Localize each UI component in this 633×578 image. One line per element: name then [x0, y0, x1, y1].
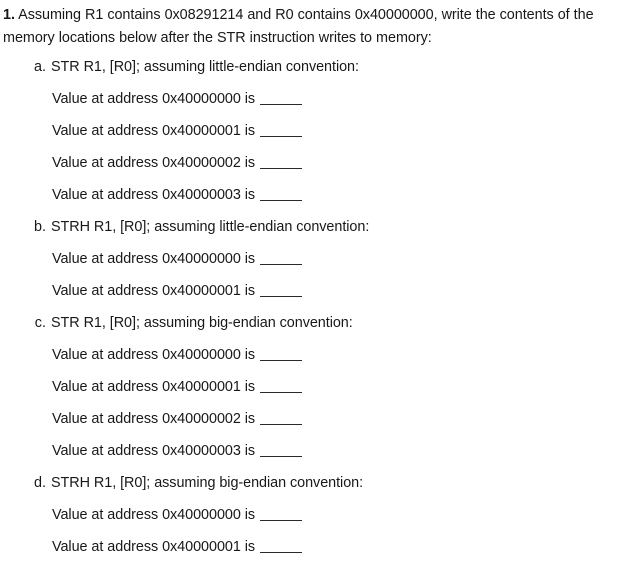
parts-list: a. STR R1, [R0]; assuming little-endian c… [0, 51, 633, 563]
value-label: Value at address 0x40000000 is [52, 91, 256, 107]
value-answer-row: Value at address 0x40000000 is [0, 339, 633, 371]
answer-blank[interactable] [260, 360, 303, 361]
value-label: Value at address 0x40000000 is [52, 347, 256, 363]
value-answer-row: Value at address 0x40000001 is [0, 371, 633, 403]
question-part: c. STR R1, [R0]; assuming big-endian conv… [0, 307, 633, 467]
part-heading: d. STRH R1, [R0]; assuming big-endian con… [0, 467, 633, 499]
value-answer-row: Value at address 0x40000002 is [0, 403, 633, 435]
question-number: 1. [3, 7, 15, 23]
value-label: Value at address 0x40000002 is [52, 155, 256, 171]
answer-blank[interactable] [260, 200, 303, 201]
part-title: STRH R1, [R0]; assuming big-endian conve… [51, 475, 364, 491]
part-heading: b. STRH R1, [R0]; assuming little-endian … [0, 211, 633, 243]
part-title: STR R1, [R0]; assuming big-endian conven… [51, 315, 353, 331]
answer-blank[interactable] [260, 392, 303, 393]
answer-blank[interactable] [260, 136, 303, 137]
answer-blank[interactable] [260, 168, 303, 169]
answer-blank[interactable] [260, 456, 303, 457]
value-answer-row: Value at address 0x40000003 is [0, 435, 633, 467]
value-label: Value at address 0x40000002 is [52, 411, 256, 427]
part-marker: b. [33, 219, 46, 235]
answer-blank[interactable] [260, 104, 303, 105]
value-label: Value at address 0x40000000 is [52, 251, 256, 267]
question-stem: 1. Assuming R1 contains 0x08291214 and R… [3, 4, 631, 49]
part-heading: a. STR R1, [R0]; assuming little-endian c… [0, 51, 633, 83]
question-block: 1. Assuming R1 contains 0x08291214 and R… [3, 4, 631, 49]
value-label: Value at address 0x40000001 is [52, 123, 256, 139]
part-marker: a. [33, 59, 46, 75]
value-answer-row: Value at address 0x40000000 is [0, 243, 633, 275]
value-answer-row: Value at address 0x40000000 is [0, 83, 633, 115]
part-marker: d. [33, 475, 46, 491]
value-answer-row: Value at address 0x40000003 is [0, 179, 633, 211]
answer-blank[interactable] [260, 424, 303, 425]
question-part: d. STRH R1, [R0]; assuming big-endian con… [0, 467, 633, 563]
answer-blank[interactable] [260, 296, 303, 297]
value-answer-row: Value at address 0x40000001 is [0, 531, 633, 563]
part-title: STR R1, [R0]; assuming little-endian con… [51, 59, 359, 75]
answer-blank[interactable] [260, 552, 303, 553]
value-label: Value at address 0x40000003 is [52, 443, 256, 459]
value-label: Value at address 0x40000001 is [52, 379, 256, 395]
part-marker: c. [34, 315, 46, 331]
value-label: Value at address 0x40000000 is [52, 507, 256, 523]
answer-blank[interactable] [260, 264, 303, 265]
value-answer-row: Value at address 0x40000001 is [0, 115, 633, 147]
question-stem-text: Assuming R1 contains 0x08291214 and R0 c… [3, 7, 594, 46]
part-title: STRH R1, [R0]; assuming little-endian co… [51, 219, 370, 235]
value-answer-row: Value at address 0x40000002 is [0, 147, 633, 179]
answer-blank[interactable] [260, 520, 303, 521]
value-label: Value at address 0x40000001 is [52, 283, 256, 299]
question-part: a. STR R1, [R0]; assuming little-endian c… [0, 51, 633, 211]
value-answer-row: Value at address 0x40000000 is [0, 499, 633, 531]
value-label: Value at address 0x40000003 is [52, 187, 256, 203]
value-label: Value at address 0x40000001 is [52, 539, 256, 555]
part-heading: c. STR R1, [R0]; assuming big-endian conv… [0, 307, 633, 339]
value-answer-row: Value at address 0x40000001 is [0, 275, 633, 307]
question-part: b. STRH R1, [R0]; assuming little-endian … [0, 211, 633, 307]
